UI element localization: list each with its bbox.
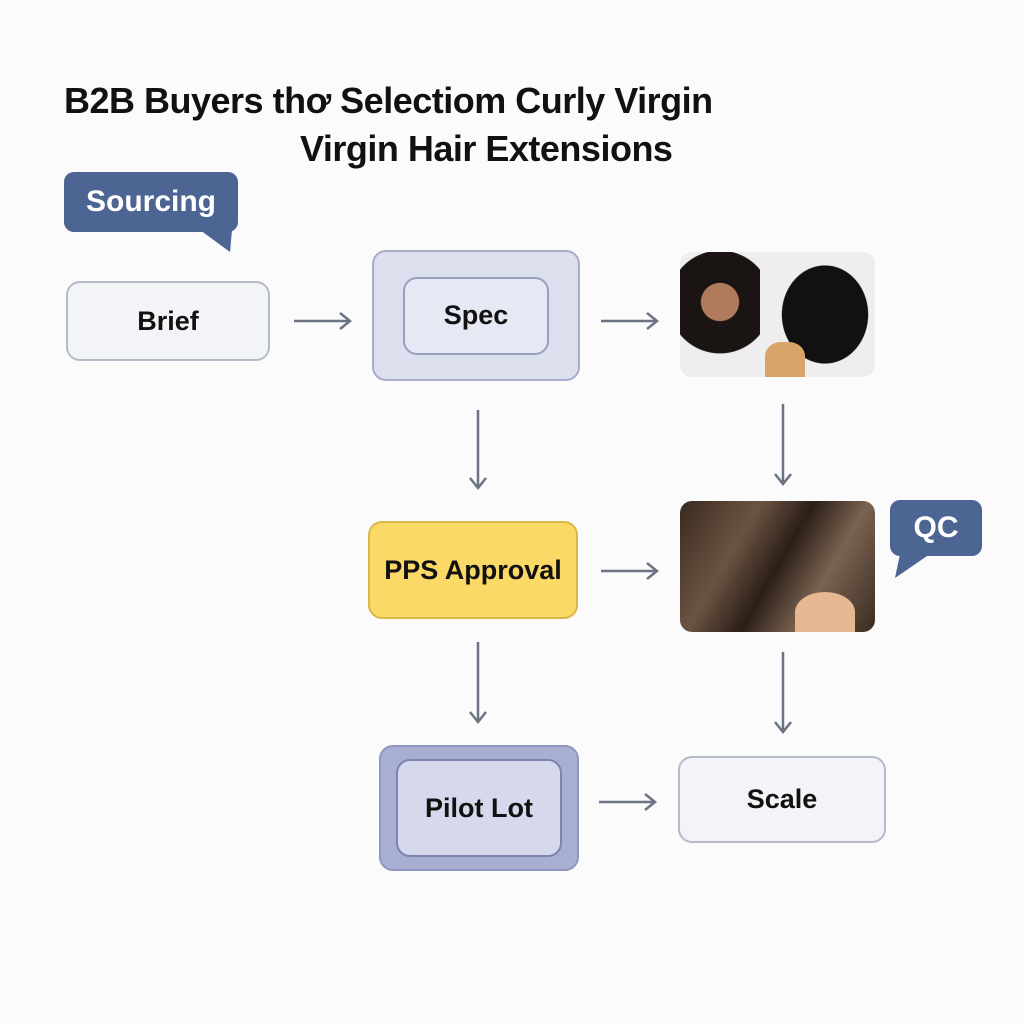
- arrow-spec-pps: [469, 410, 487, 491]
- title-line-2: Virgin Hair Extensions: [300, 128, 673, 169]
- node-scale: Scale: [678, 756, 886, 843]
- node-pilot-lot: Pilot Lot: [396, 759, 562, 857]
- arrow-photo-hair: [774, 404, 792, 487]
- title-line-1: B2B Buyers thơ Selectiom Curly Virgin: [64, 80, 713, 121]
- scale-label: Scale: [746, 784, 818, 814]
- arrow-pilot-scale: [599, 793, 658, 811]
- node-pilot-lot-outer: Pilot Lot: [379, 745, 579, 871]
- spec-label: Spec: [443, 300, 509, 330]
- pps-label: PPS Approval: [384, 554, 562, 585]
- sourcing-bubble: Sourcing: [64, 172, 238, 232]
- sourcing-bubble-tail: [200, 230, 232, 252]
- arrow-pps-pilot: [469, 642, 487, 725]
- qc-bubble: QC: [890, 500, 982, 556]
- arrow-spec-photo: [601, 312, 660, 330]
- arrow-brief-spec: [294, 312, 353, 330]
- node-spec: Spec: [403, 276, 549, 355]
- brief-label: Brief: [137, 305, 199, 336]
- qc-bubble-tail: [895, 554, 930, 578]
- node-spec-outer: Spec: [372, 250, 580, 381]
- node-brief: Brief: [66, 281, 270, 361]
- node-pps-approval: PPS Approval: [368, 521, 578, 619]
- arrow-pps-hair: [601, 562, 660, 580]
- pilot-label: Pilot Lot: [425, 792, 533, 823]
- hair-photo: [680, 501, 875, 632]
- models-photo: [680, 252, 875, 377]
- qc-label: QC: [913, 511, 959, 544]
- sourcing-label: Sourcing: [85, 185, 216, 218]
- arrow-hair-scale: [774, 652, 792, 735]
